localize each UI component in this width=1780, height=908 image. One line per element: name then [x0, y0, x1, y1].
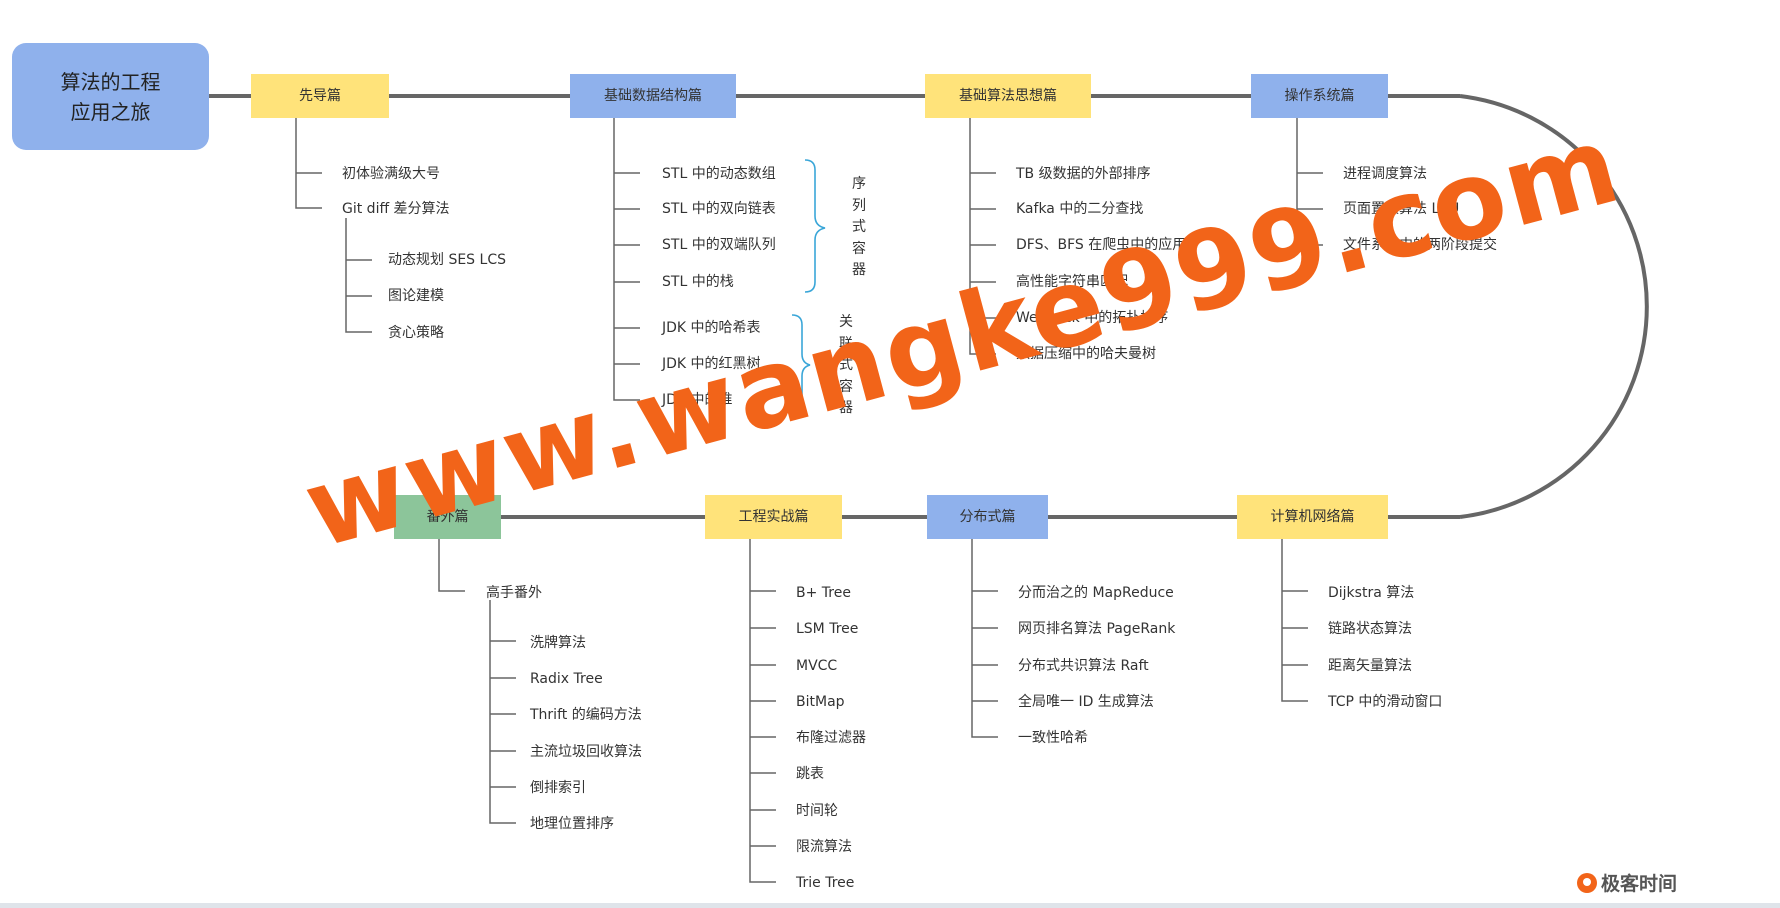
caozuo-item: 页面置换算法 LRU [1343, 201, 1460, 217]
gongcheng-item: 时间轮 [796, 803, 838, 819]
gongcheng-item: LSM Tree [796, 621, 859, 637]
shuju-item: JDK 中的哈希表 [662, 320, 761, 336]
section-xiandao-header: 先导篇 [251, 74, 389, 118]
geektime-logo-icon [1577, 872, 1597, 893]
suanfa-item: TB 级数据的外部排序 [1016, 166, 1151, 182]
xiandao-sub-item: 贪心策略 [388, 325, 444, 341]
shuju-item: JDK 中的红黑树 [662, 356, 761, 372]
shuju-item: STL 中的动态数组 [662, 166, 776, 182]
xiandao-item: 初体验满级大号 [342, 166, 440, 182]
fenbu-item: 分而治之的 MapReduce [1018, 585, 1174, 601]
suanfa-item: DFS、BFS 在爬虫中的应用 [1016, 237, 1187, 253]
fenbu-item: 全局唯一 ID 生成算法 [1018, 694, 1154, 710]
gongcheng-item: MVCC [796, 658, 838, 674]
caozuo-item: 文件系统中的两阶段提交 [1343, 237, 1497, 253]
wangluo-item: 距离矢量算法 [1328, 658, 1412, 674]
fanwai-sub-item: Radix Tree [530, 671, 603, 687]
section-shuju-header: 基础数据结构篇 [570, 74, 736, 118]
shuju-item: STL 中的双向链表 [662, 201, 776, 217]
bracket-label-sequential: 序列式容器 [852, 176, 866, 279]
section-wangluo-header: 计算机网络篇 [1237, 495, 1388, 539]
bracket-label-associative: 关联式容器 [839, 314, 853, 417]
bottom-divider [0, 903, 1780, 908]
section-caozuo-header: 操作系统篇 [1251, 74, 1388, 118]
wangluo-item: 链路状态算法 [1328, 621, 1412, 637]
gongcheng-item: 布隆过滤器 [796, 730, 866, 746]
fanwai-sub-item: 主流垃圾回收算法 [530, 744, 642, 760]
root-node: 算法的工程 应用之旅 [12, 43, 209, 150]
fanwai-sub-item: 洗牌算法 [530, 635, 586, 651]
fanwai-sub-item: Thrift 的编码方法 [530, 707, 642, 723]
gongcheng-item: 限流算法 [796, 839, 852, 855]
xiandao-sub-item: 图论建模 [388, 288, 444, 304]
gongcheng-item: B+ Tree [796, 585, 851, 601]
fanwai-sub-item: 倒排索引 [530, 780, 586, 796]
suanfa-item: 数据压缩中的哈夫曼树 [1016, 346, 1156, 362]
xiandao-sub-item: 动态规划 SES LCS [388, 252, 506, 268]
section-fanwai-header: 番外篇 [394, 495, 501, 539]
section-gongcheng-header: 工程实战篇 [705, 495, 842, 539]
geektime-logo-text: 极客时间 [1601, 873, 1678, 895]
root-title-line2: 应用之旅 [70, 99, 151, 124]
fanwai-item: 高手番外 [486, 585, 542, 601]
wangluo-item: TCP 中的滑动窗口 [1328, 694, 1443, 710]
shuju-item: STL 中的双端队列 [662, 237, 776, 253]
shuju-item: JDK 中的堆 [662, 392, 733, 408]
root-title-line1: 算法的工程 [60, 69, 161, 94]
geektime-logo: 极客时间 [1577, 869, 1677, 896]
suanfa-item: Kafka 中的二分查找 [1016, 201, 1144, 217]
gongcheng-item: Trie Tree [796, 875, 855, 891]
fanwai-sub-item: 地理位置排序 [530, 816, 614, 832]
suanfa-item: Webpack 中的拓扑排序 [1016, 310, 1169, 326]
fenbu-item: 网页排名算法 PageRank [1018, 621, 1176, 637]
fenbu-item: 一致性哈希 [1018, 730, 1088, 746]
wangluo-item: Dijkstra 算法 [1328, 585, 1415, 601]
caozuo-item: 进程调度算法 [1343, 166, 1427, 182]
suanfa-item: 高性能字符串匹配 [1016, 274, 1128, 290]
gongcheng-item: BitMap [796, 694, 845, 710]
section-fenbu-header: 分布式篇 [927, 495, 1048, 539]
shuju-item: STL 中的栈 [662, 274, 734, 290]
gongcheng-item: 跳表 [796, 766, 824, 782]
fenbu-item: 分布式共识算法 Raft [1018, 658, 1149, 674]
section-suanfa-header: 基础算法思想篇 [925, 74, 1091, 118]
xiandao-item: Git diff 差分算法 [342, 201, 450, 217]
